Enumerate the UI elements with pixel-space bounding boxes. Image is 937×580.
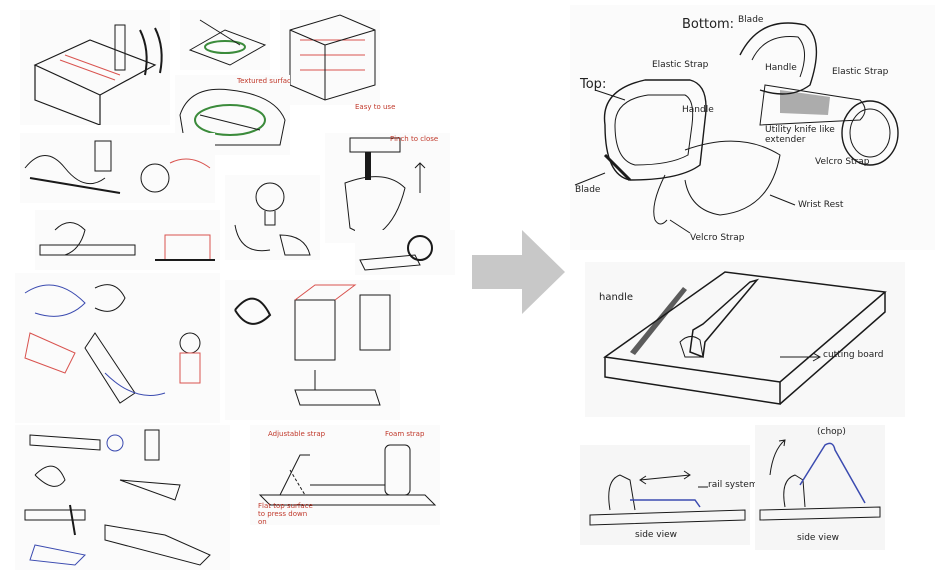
sketch-foam-strap-board <box>250 425 440 525</box>
sketch-strap-studies <box>15 273 220 423</box>
label-blade-top: Blade <box>738 15 764 25</box>
sketch-blade-tray <box>180 10 270 70</box>
side-view-left: rail system side view <box>580 445 758 545</box>
label-elastic-strap-right: Elastic Strap <box>832 67 889 77</box>
sketch-knife-grip <box>355 230 455 275</box>
label-velcro-strap-right: Velcro Strap <box>815 157 870 167</box>
sketch-knife-grip-drawing <box>359 235 433 271</box>
sketch-handle-studies-drawing <box>234 284 391 406</box>
concept-sketch-sheet: Textured surface Easy to use Pinch to cl… <box>10 5 460 575</box>
sketch-curved-blade <box>35 210 220 270</box>
label-handle-left: Handle <box>682 105 714 115</box>
label-side-view-right: side view <box>797 533 840 543</box>
label-wrist-rest: Wrist Rest <box>798 200 844 210</box>
side-view-left-drawing <box>589 470 746 526</box>
sketch-foam-strap-board-drawing <box>258 444 437 506</box>
label-handle: handle <box>599 292 634 303</box>
label-side-view-left: side view <box>635 530 678 540</box>
note-textured-surface: Textured surface <box>237 77 290 85</box>
wrist-tool-diagram: Top: Bottom: Blade Elastic Strap Handle … <box>570 5 935 250</box>
note-flat-top-surface: Flat top surface to press down on <box>258 502 313 526</box>
sketch-blade-tray-drawing <box>188 19 267 66</box>
label-bottom-view: Bottom: <box>682 17 735 32</box>
label-blade-left: Blade <box>575 185 601 195</box>
wrist-tool-drawing <box>574 22 899 234</box>
sketch-hand-grip-drawing <box>344 137 426 239</box>
sketch-hand-grip <box>325 133 450 243</box>
note-easy-to-use: Easy to use <box>355 103 396 111</box>
sketch-frame-box-drawing <box>289 14 376 101</box>
sketch-slicer-frame-drawing <box>33 24 163 125</box>
cutting-board-diagram: handle cutting board <box>585 262 905 417</box>
cutting-board-drawing <box>603 271 887 405</box>
label-elastic-strap-left: Elastic Strap <box>652 60 709 70</box>
sketch-hand-strap-drawing <box>24 140 211 194</box>
label-top-view: Top: <box>580 77 607 92</box>
sketch-textured-tray-drawing <box>179 88 286 146</box>
sketch-handle-studies <box>225 280 400 420</box>
sketch-curved-blade-drawing <box>39 222 215 261</box>
label-handle-right: Handle <box>765 63 797 73</box>
note-adjustable-strap: Adjustable strap <box>268 430 326 438</box>
note-pinch-to-close: Pinch to close <box>390 135 439 143</box>
sketch-pestle-saw <box>225 175 320 260</box>
label-cutting-board: cutting board <box>823 350 884 360</box>
label-utility-knife: Utility knife like extender <box>765 125 835 145</box>
sketch-tool-variants-drawing <box>24 429 211 566</box>
side-view-right-drawing <box>759 439 881 521</box>
sketch-pestle-saw-drawing <box>234 182 311 256</box>
label-rail-system: rail system <box>708 480 758 490</box>
note-foam-strap: Foam strap <box>385 430 425 438</box>
sketch-frame-box <box>280 10 380 105</box>
sketch-hand-strap <box>20 133 215 203</box>
sketch-slicer-frame <box>20 10 170 125</box>
sketch-tool-variants <box>15 425 230 570</box>
side-view-right: (chop) side view <box>755 425 885 550</box>
label-velcro-strap-bottom: Velcro Strap <box>690 233 745 243</box>
label-chop: (chop) <box>817 427 846 437</box>
sketch-strap-studies-drawing <box>24 284 201 404</box>
